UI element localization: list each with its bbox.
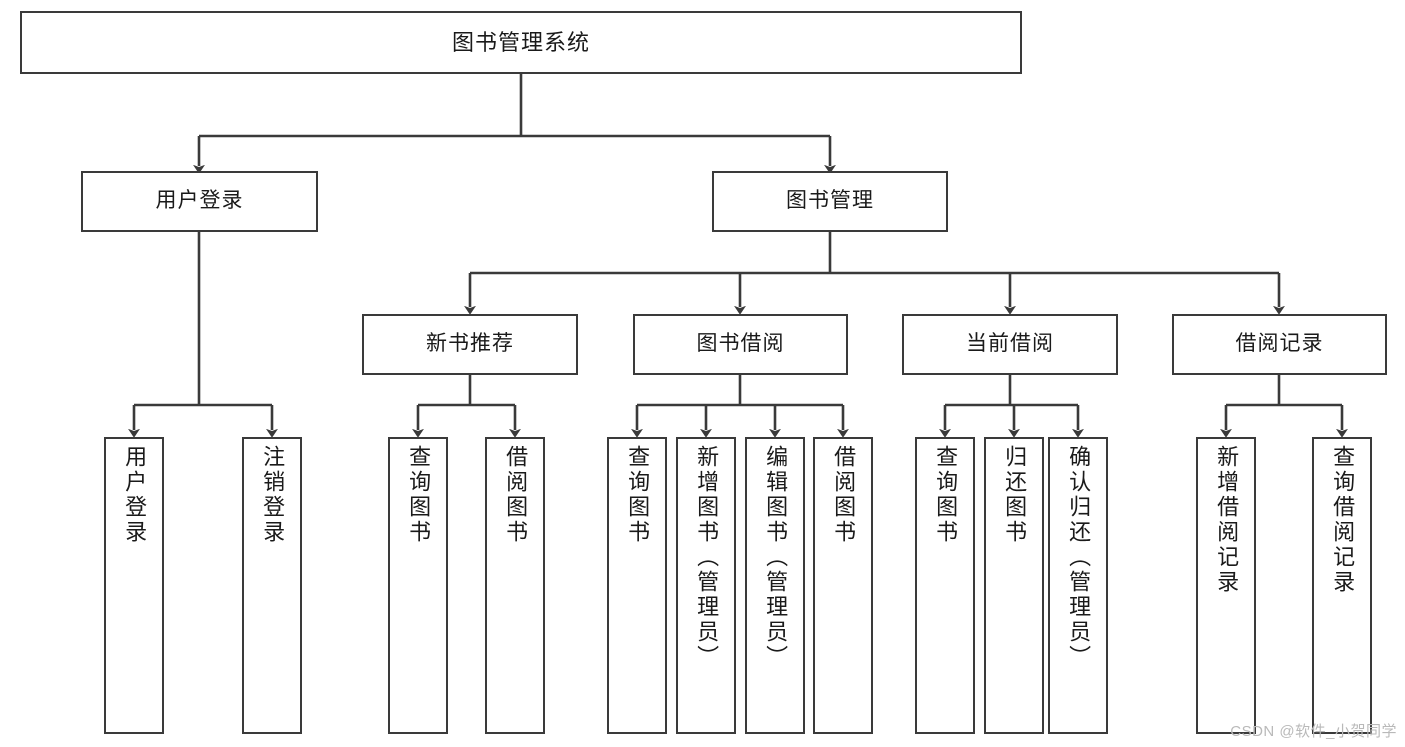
node-label: 图书借阅 (696, 332, 785, 356)
node-label: 编辑图书（管理员） (763, 445, 789, 670)
leaf-current-confirm-return-admin[interactable]: 确认归还（管理员） (1048, 437, 1108, 734)
leaf-recommend-query-book[interactable]: 查询图书 (388, 437, 448, 734)
leaf-record-query-record[interactable]: 查询借阅记录 (1312, 437, 1372, 734)
node-label: 借阅图书 (831, 445, 857, 545)
node-label: 借阅记录 (1235, 332, 1324, 356)
leaf-borrow-borrow-book[interactable]: 借阅图书 (813, 437, 873, 734)
node-user-login[interactable]: 用户登录 (81, 171, 318, 232)
node-label: 确认归还（管理员） (1066, 445, 1092, 670)
node-label: 新增借阅记录 (1214, 445, 1240, 595)
node-label: 查询图书 (933, 445, 959, 545)
leaf-current-return-book[interactable]: 归还图书 (984, 437, 1044, 734)
node-label: 用户登录 (155, 189, 244, 213)
node-borrow-record[interactable]: 借阅记录 (1172, 314, 1387, 375)
node-label: 图书管理系统 (451, 29, 590, 55)
node-label: 新增图书（管理员） (694, 445, 720, 670)
node-label: 归还图书 (1002, 445, 1028, 545)
node-label: 新书推荐 (426, 332, 514, 356)
node-root-system[interactable]: 图书管理系统 (20, 11, 1022, 74)
leaf-recommend-borrow-book[interactable]: 借阅图书 (485, 437, 545, 734)
node-book-management[interactable]: 图书管理 (712, 171, 948, 232)
node-current-borrow[interactable]: 当前借阅 (902, 314, 1118, 375)
node-label: 注销登录 (260, 445, 286, 545)
node-new-book-recommend[interactable]: 新书推荐 (362, 314, 578, 375)
node-label: 查询图书 (406, 445, 432, 545)
leaf-borrow-query-book[interactable]: 查询图书 (607, 437, 667, 734)
leaf-record-add-record[interactable]: 新增借阅记录 (1196, 437, 1256, 734)
node-label: 借阅图书 (503, 445, 529, 545)
node-label: 用户登录 (122, 445, 148, 545)
leaf-user-login-login[interactable]: 用户登录 (104, 437, 164, 734)
node-label: 图书管理 (786, 189, 874, 213)
leaf-borrow-add-book-admin[interactable]: 新增图书（管理员） (676, 437, 736, 734)
node-label: 查询借阅记录 (1330, 445, 1356, 595)
leaf-user-login-logout[interactable]: 注销登录 (242, 437, 302, 734)
leaf-current-query-book[interactable]: 查询图书 (915, 437, 975, 734)
node-label: 查询图书 (625, 445, 651, 545)
leaf-borrow-edit-book-admin[interactable]: 编辑图书（管理员） (745, 437, 805, 734)
node-book-borrow[interactable]: 图书借阅 (633, 314, 848, 375)
node-label: 当前借阅 (966, 332, 1054, 356)
